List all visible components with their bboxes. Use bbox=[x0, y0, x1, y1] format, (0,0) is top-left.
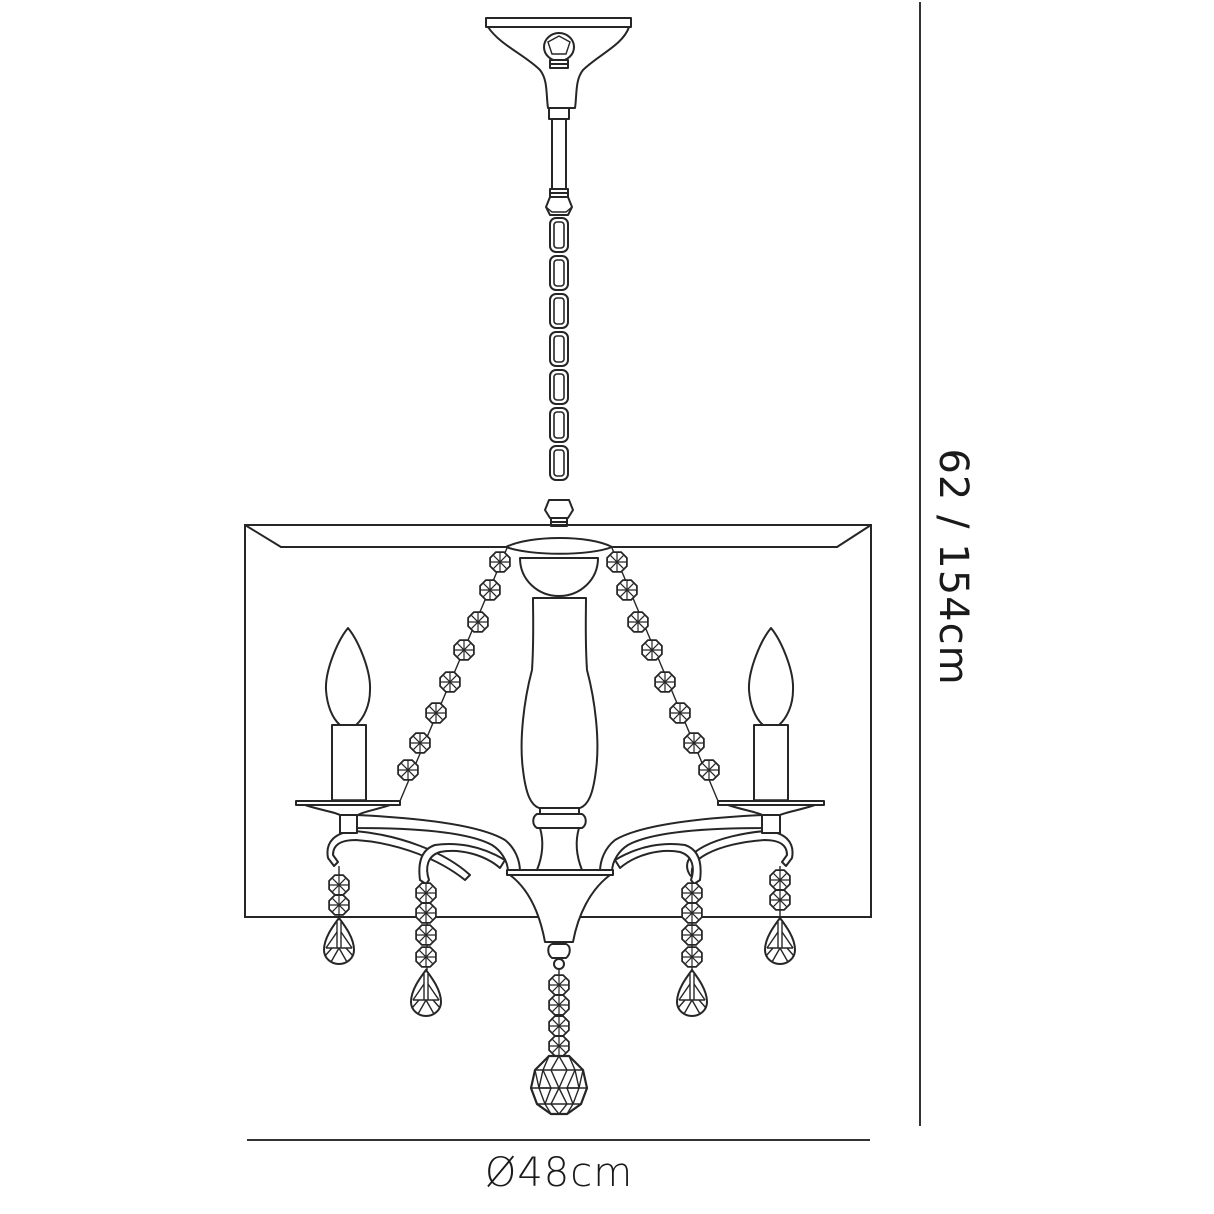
crystal-swag-left bbox=[396, 547, 512, 802]
downrod bbox=[545, 118, 573, 216]
top-canopy bbox=[505, 537, 613, 597]
bottom-finial bbox=[506, 869, 614, 970]
drop-2 bbox=[410, 881, 442, 1017]
ceiling-rose bbox=[485, 17, 632, 120]
central-column bbox=[520, 597, 599, 871]
crystal-swag-right bbox=[605, 547, 721, 802]
drop-3 bbox=[676, 881, 708, 1017]
height-label: 62 / 154cm bbox=[930, 448, 976, 686]
diameter-label: Ø48cm bbox=[484, 1150, 634, 1196]
candle-light-right bbox=[717, 627, 825, 834]
chain bbox=[544, 217, 574, 527]
candle-light-left bbox=[295, 627, 401, 834]
drop-center-ball bbox=[529, 969, 589, 1116]
drop-4 bbox=[764, 866, 796, 965]
drop-1 bbox=[323, 866, 355, 965]
